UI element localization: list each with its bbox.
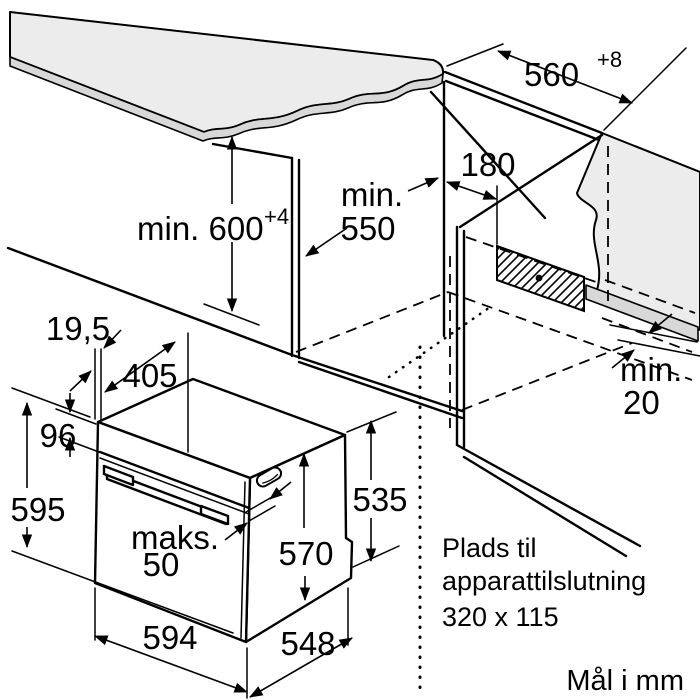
right-cabinet-panel-edge-band bbox=[585, 284, 699, 342]
extension-line bbox=[446, 43, 504, 67]
door-handle-mount-right bbox=[199, 504, 230, 526]
niche-drawing: min. 600 +4 560 +8 min. 550 180 bbox=[6, 11, 700, 558]
dim-niche-depth: min. 550 bbox=[305, 176, 439, 257]
dim-niche-height: min. 600 +4 bbox=[137, 135, 289, 326]
extension-line bbox=[55, 408, 97, 425]
connection-offset-label: 180 bbox=[460, 146, 515, 183]
extension-line bbox=[352, 545, 400, 568]
hidden-floor-depth-edge bbox=[461, 342, 633, 411]
door-right-gap-line bbox=[240, 481, 246, 639]
oven-width-label: 594 bbox=[142, 619, 197, 656]
body-front-height-label: 570 bbox=[278, 535, 333, 572]
extension-line bbox=[603, 47, 687, 131]
dim-body-rear-height: 535 bbox=[346, 411, 408, 568]
connection-space-note-1: Plads til bbox=[442, 533, 537, 563]
extension-line bbox=[248, 505, 276, 522]
cabinet-face-top-edge bbox=[211, 142, 294, 160]
control-panel-gap-line bbox=[99, 457, 250, 515]
worktop-surface bbox=[9, 11, 445, 133]
dim-line bbox=[93, 635, 249, 693]
side-grip-cutout bbox=[255, 466, 283, 488]
niche-depth-label-2: 550 bbox=[340, 210, 395, 247]
connection-area-dot bbox=[535, 274, 543, 282]
control-panel-bottom-edge bbox=[98, 450, 251, 510]
extension-line bbox=[245, 496, 273, 513]
body-rear-height-label: 535 bbox=[352, 481, 407, 518]
oven-drawing: 19,5 405 96 595 ma bbox=[10, 310, 408, 699]
rear-gap-label-1: min. bbox=[620, 351, 682, 388]
connection-space-note-3: 320 x 115 bbox=[442, 602, 559, 632]
extension-line bbox=[11, 387, 91, 418]
total-height-label: 595 bbox=[10, 491, 65, 528]
leader-arrow bbox=[224, 522, 248, 541]
connection-centerline-dotted bbox=[387, 303, 495, 379]
dim-front-overhang: 19,5 bbox=[46, 310, 122, 421]
niche-depth-label-1: min. bbox=[341, 176, 403, 213]
dim-line bbox=[249, 637, 353, 698]
niche-back-corner-edge bbox=[429, 90, 547, 220]
dim-control-panel-height: 96 bbox=[40, 393, 100, 457]
rear-gap-label-2: 20 bbox=[623, 384, 660, 421]
dim-line bbox=[445, 181, 498, 200]
hidden-edge-behind-panel bbox=[604, 279, 696, 314]
dim-oven-width: 594 bbox=[93, 587, 249, 699]
dim-rear-gap: min. 20 bbox=[609, 313, 700, 421]
leader-arrow bbox=[69, 370, 92, 392]
niche-front-top-edge-inner bbox=[444, 79, 601, 142]
leader-arrow bbox=[648, 313, 673, 334]
annotations: Plads til apparattilslutning 320 x 115 M… bbox=[442, 533, 684, 697]
dim-line bbox=[496, 50, 634, 104]
top-inset-depth-label: 405 bbox=[122, 357, 177, 394]
control-panel-height-label: 96 bbox=[40, 417, 77, 454]
right-cabinet-base-edge-inner bbox=[462, 455, 628, 558]
right-wall-top-edge bbox=[458, 133, 604, 229]
leader-arrow bbox=[611, 349, 635, 369]
door-protrusion-label-2: 50 bbox=[143, 546, 180, 583]
connection-space-note-2: apparattilslutning bbox=[442, 566, 646, 596]
units-note: Mål i mm bbox=[566, 665, 684, 697]
dim-line bbox=[104, 341, 176, 393]
oven-depth-label: 548 bbox=[280, 625, 335, 662]
dim-door-protrusion: maks. 50 bbox=[131, 481, 292, 583]
dim-niche-width: 560 +8 bbox=[446, 43, 687, 131]
niche-height-label: min. 600 bbox=[137, 210, 264, 247]
leader-arrow bbox=[407, 177, 439, 192]
door-handle-mount-left bbox=[102, 464, 135, 487]
dim-body-front-height: 570 bbox=[278, 452, 334, 602]
right-cabinet-base-edge bbox=[455, 443, 642, 548]
niche-width-tolerance: +8 bbox=[597, 47, 622, 72]
dim-oven-depth: 548 bbox=[249, 587, 353, 698]
door-protrusion-label-1: maks. bbox=[131, 519, 219, 556]
dim-total-height: 595 bbox=[10, 387, 234, 634]
hidden-floor-back-edge bbox=[447, 291, 693, 381]
dim-top-inset-depth: 405 bbox=[104, 332, 189, 453]
hidden-edge-below-band bbox=[601, 317, 693, 353]
niche-floor-front-edge-inner bbox=[297, 360, 464, 420]
front-overhang-label: 19,5 bbox=[46, 310, 110, 347]
leader-arrow bbox=[269, 481, 292, 500]
worktop-edge-band bbox=[9, 56, 444, 142]
leader-arrow bbox=[305, 227, 348, 257]
niche-height-tolerance: +4 bbox=[264, 204, 289, 229]
hidden-floor-back-left-edge bbox=[295, 291, 449, 353]
niche-floor-front-edge bbox=[290, 353, 464, 413]
extension-line bbox=[11, 550, 234, 634]
niche-width-label: 560 bbox=[524, 56, 579, 93]
extension-line bbox=[617, 339, 700, 357]
extension-line bbox=[203, 303, 260, 326]
dim-connection-offset: 180 bbox=[445, 146, 516, 245]
cabinet-front-bottom-edge bbox=[6, 246, 294, 357]
